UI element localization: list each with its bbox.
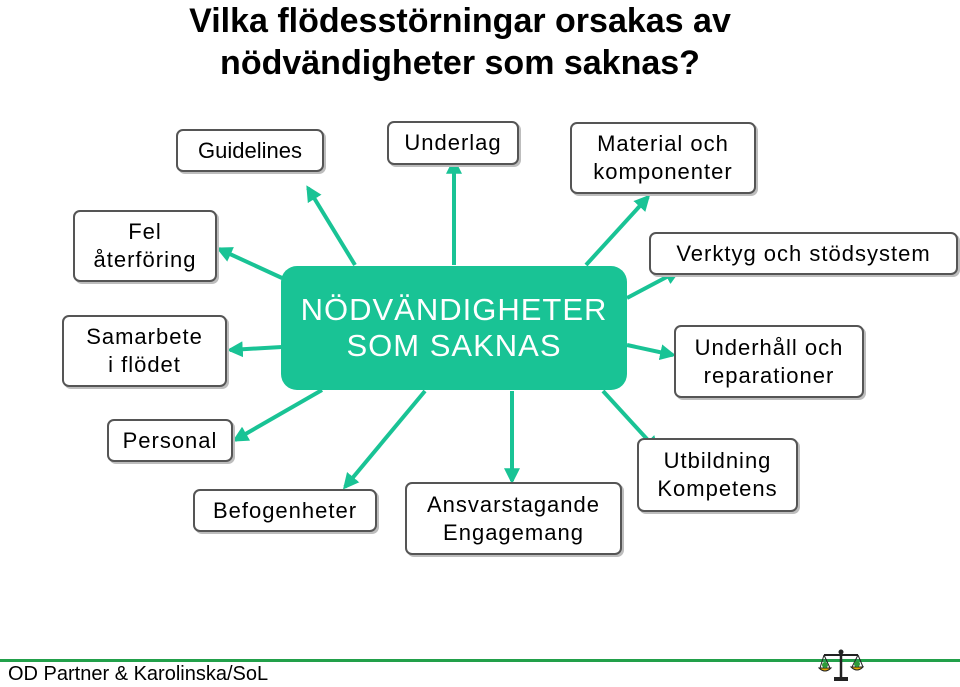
node-fel-aterforing: Fel återföring <box>73 210 217 282</box>
arrow-to-material <box>584 194 651 267</box>
footer-rule <box>0 659 960 662</box>
title-line-2: nödvändigheter som saknas? <box>220 44 700 82</box>
slide-title: Vilka flödesstörningar orsakas av nödvän… <box>0 0 960 84</box>
node-guidelines: Guidelines <box>176 129 324 172</box>
center-line-2: SOM SAKNAS <box>346 328 562 363</box>
title-line-1: Vilka flödesstörningar orsakas av <box>189 2 731 40</box>
node-material-och-komponenter: Material och komponenter <box>570 122 756 194</box>
arrow-to-guidelines <box>306 185 357 267</box>
arrow-to-samarbete <box>226 341 283 358</box>
node-befogenheter: Befogenheter <box>193 489 377 532</box>
node-ansvarstagande-engagemang: Ansvarstagande Engagemang <box>405 482 622 555</box>
footer: OD Partner & Karolinska/SoL <box>0 659 960 687</box>
node-verktyg-och-stodsystem: Verktyg och stödsystem <box>649 232 958 275</box>
node-personal: Personal <box>107 419 233 462</box>
center-line-1: NÖDVÄNDIGHETER <box>300 292 608 327</box>
center-node: NÖDVÄNDIGHETER SOM SAKNAS <box>281 266 627 390</box>
node-samarbete-i-flodet: Samarbete i flödet <box>62 315 227 387</box>
node-utbildning-kompetens: Utbildning Kompetens <box>637 438 798 512</box>
node-underhall-och-reparationer: Underhåll och reparationer <box>674 325 864 398</box>
arrow-to-underhall <box>626 343 677 361</box>
arrow-to-personal <box>232 388 323 442</box>
arrow-to-verktyg <box>626 269 681 300</box>
footer-text: OD Partner & Karolinska/SoL <box>8 663 269 685</box>
arrow-to-befogenheter <box>342 389 427 490</box>
node-underlag: Underlag <box>387 121 519 165</box>
scales-of-justice-icon <box>818 649 864 681</box>
arrow-to-fel <box>216 247 283 280</box>
